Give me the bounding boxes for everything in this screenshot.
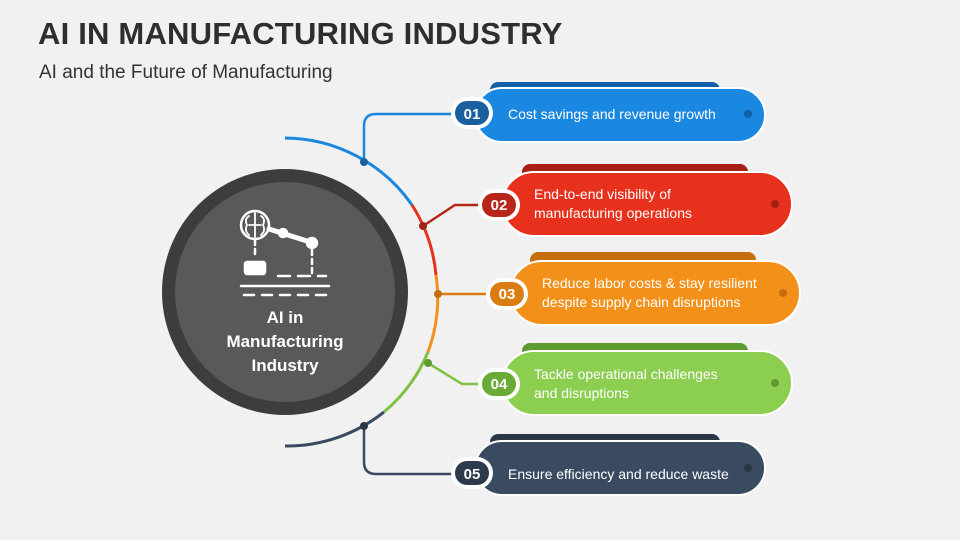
center-circle: [162, 169, 408, 415]
item-02-line2: manufacturing operations: [534, 205, 692, 221]
page-title: AI IN MANUFACTURING INDUSTRY: [38, 16, 563, 51]
center-label: AI in Manufacturing Industry: [200, 306, 370, 378]
item-04-line2: and disruptions: [534, 385, 629, 401]
item-04-text: Tackle operational challenges and disrup…: [534, 365, 718, 403]
item-02-number: 02: [491, 197, 508, 214]
item-04[interactable]: [478, 343, 793, 416]
item-03[interactable]: [486, 252, 801, 326]
item-03-text: Reduce labor costs & stay resilient desp…: [542, 274, 757, 312]
item-01-text: Cost savings and revenue growth: [508, 105, 716, 124]
item-01-number: 01: [464, 106, 481, 123]
item-03-number: 03: [499, 286, 516, 303]
item-01-line1: Cost savings and revenue growth: [508, 106, 716, 122]
outer-arc: [284, 136, 440, 448]
connectors: [362, 112, 490, 476]
ai-robot-arm-icon: [239, 209, 331, 297]
item-05-line1: Ensure efficiency and reduce waste: [508, 466, 729, 482]
item-05[interactable]: [451, 434, 766, 496]
page-subtitle: AI and the Future of Manufacturing: [39, 62, 333, 83]
item-02-text: End-to-end visibility of manufacturing o…: [534, 185, 692, 223]
item-05-number: 05: [464, 466, 481, 483]
item-04-number: 04: [491, 376, 508, 393]
item-02[interactable]: [478, 164, 793, 237]
item-02-line1: End-to-end visibility of: [534, 186, 671, 202]
item-03-line2: despite supply chain disruptions: [542, 294, 741, 310]
center-label-line3: Industry: [251, 356, 319, 375]
center-label-line2: Manufacturing: [226, 332, 344, 351]
item-04-line1: Tackle operational challenges: [534, 366, 718, 382]
item-03-line1: Reduce labor costs & stay resilient: [542, 275, 757, 291]
item-01[interactable]: [451, 82, 766, 143]
connector-dots: [360, 158, 442, 430]
center-label-line1: AI in: [266, 308, 304, 327]
item-05-text: Ensure efficiency and reduce waste: [508, 465, 729, 484]
